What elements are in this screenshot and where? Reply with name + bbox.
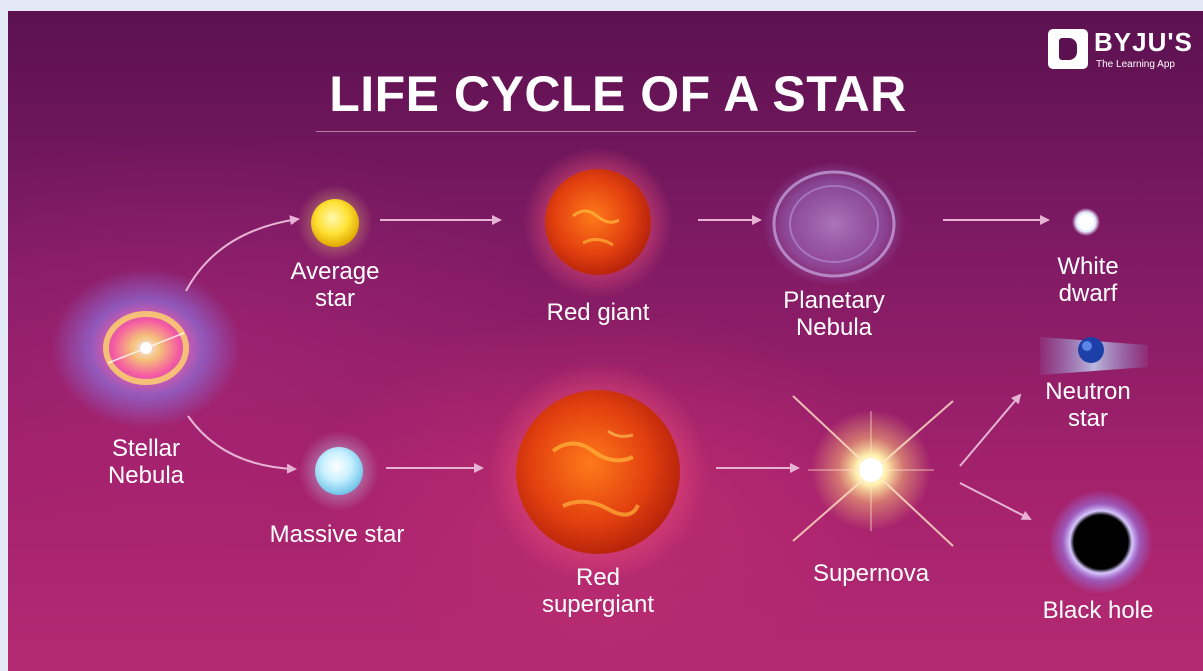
red-supergiant-image [488,362,708,582]
logo-tagline: The Learning App [1096,59,1175,70]
black-hole-image [1049,490,1153,594]
label-red-supergiant: Red supergiant [508,564,688,618]
label-black-hole: Black hole [1018,597,1178,624]
label-supernova: Supernova [786,560,956,587]
arrow-supernova-to-black-hole [960,483,1030,519]
white-dwarf-image [1072,208,1100,236]
page-title: LIFE CYCLE OF A STAR [8,65,1203,123]
massive-star-image [299,431,379,511]
label-neutron-star: Neutron star [1018,378,1158,432]
arrow-supernova-to-neutron-star [960,395,1020,466]
label-white-dwarf: White dwarf [1028,253,1148,307]
supernova-image [793,396,953,546]
logo-badge-icon [1048,29,1088,69]
title-underline [316,131,916,132]
neutron-star-image [1040,337,1148,375]
planetary-nebula-image [762,162,906,286]
average-star-image [297,185,373,261]
label-average-star: Average star [265,258,405,312]
label-planetary-nebula: Planetary Nebula [764,287,904,341]
brand-logo: BYJU'S The Learning App [1048,25,1198,77]
infographic-card: LIFE CYCLE OF A STAR BYJU'S The Learning… [8,11,1203,671]
label-red-giant: Red giant [518,299,678,326]
label-stellar-nebula: Stellar Nebula [76,435,216,489]
stellar-nebula-image [51,268,241,428]
logo-name: BYJU'S [1094,27,1193,58]
label-massive-star: Massive star [247,521,427,548]
red-giant-image [523,147,673,297]
